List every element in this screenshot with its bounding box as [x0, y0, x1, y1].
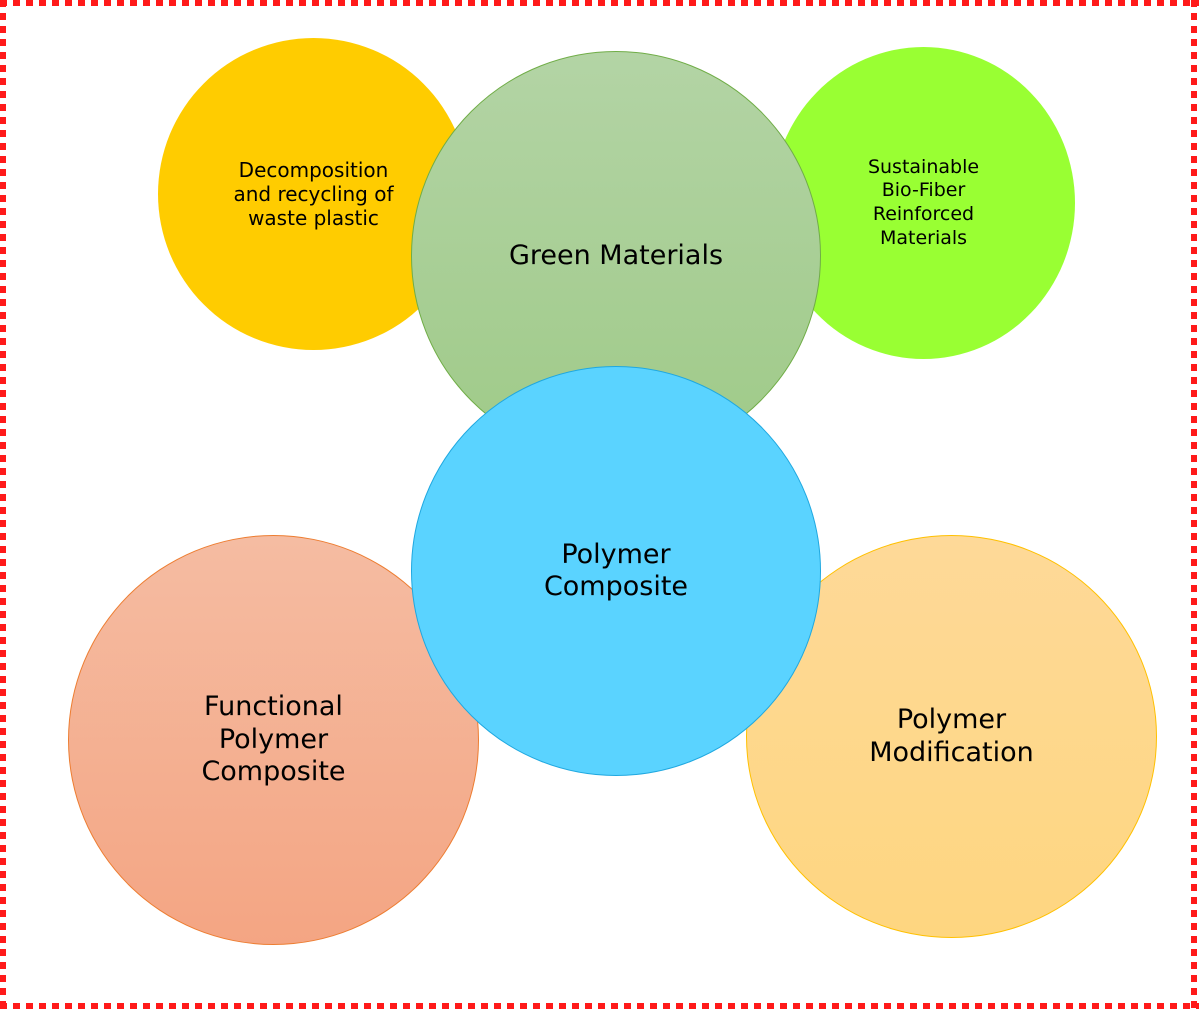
bubble-bio-fiber: Sustainable Bio-Fiber Reinforced Materia… [772, 47, 1075, 359]
bubble-label: Functional Polymer Composite [201, 691, 346, 788]
dashed-border-right [1191, 0, 1197, 1011]
bubble-functional-composite: Functional Polymer Composite [68, 535, 479, 945]
dashed-border-top [0, 0, 1199, 6]
bubble-label: Polymer Modification [869, 704, 1034, 768]
center-label: Polymer Composite [543, 538, 689, 602]
bubble-waste-plastic: Decomposition and recycling of waste pla… [158, 38, 469, 350]
bubble-center-polymer-composite: Polymer Composite [411, 366, 821, 776]
dashed-border-left [0, 0, 6, 1011]
bubble-label: Decomposition and recycling of waste pla… [233, 158, 394, 230]
bubble-label: Sustainable Bio-Fiber Reinforced Materia… [867, 155, 980, 249]
bubble-label: Green Materials [508, 239, 724, 271]
dashed-border-bottom [0, 1003, 1199, 1009]
